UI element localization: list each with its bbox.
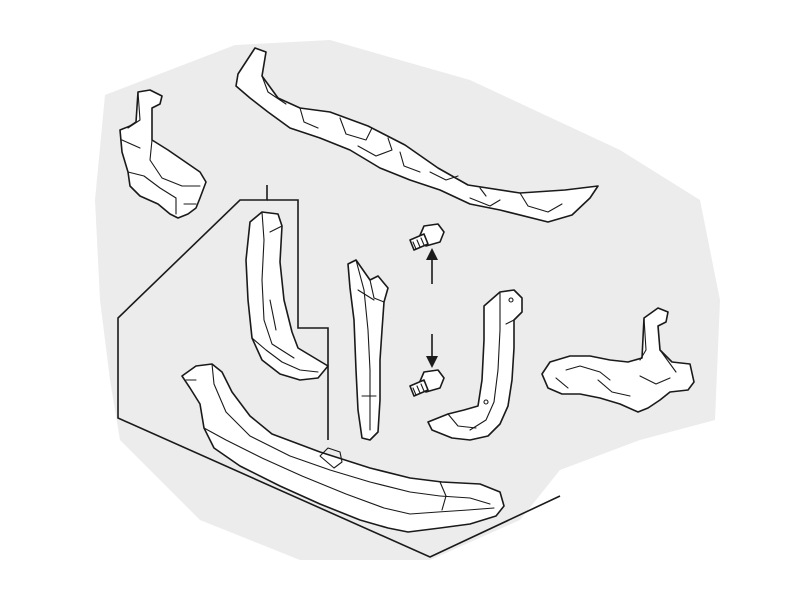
right-upright-support (427, 289, 523, 441)
arrow-up (426, 248, 438, 284)
bolt-lower (409, 369, 445, 397)
left-upright-support (245, 211, 329, 381)
right-side-bracket (541, 307, 695, 413)
arrow-down (426, 334, 438, 368)
left-side-bracket (119, 89, 207, 219)
center-support (347, 259, 389, 441)
lower-tie-bar (181, 363, 505, 533)
upper-tie-bar (235, 47, 599, 223)
bolt-upper (409, 223, 445, 251)
